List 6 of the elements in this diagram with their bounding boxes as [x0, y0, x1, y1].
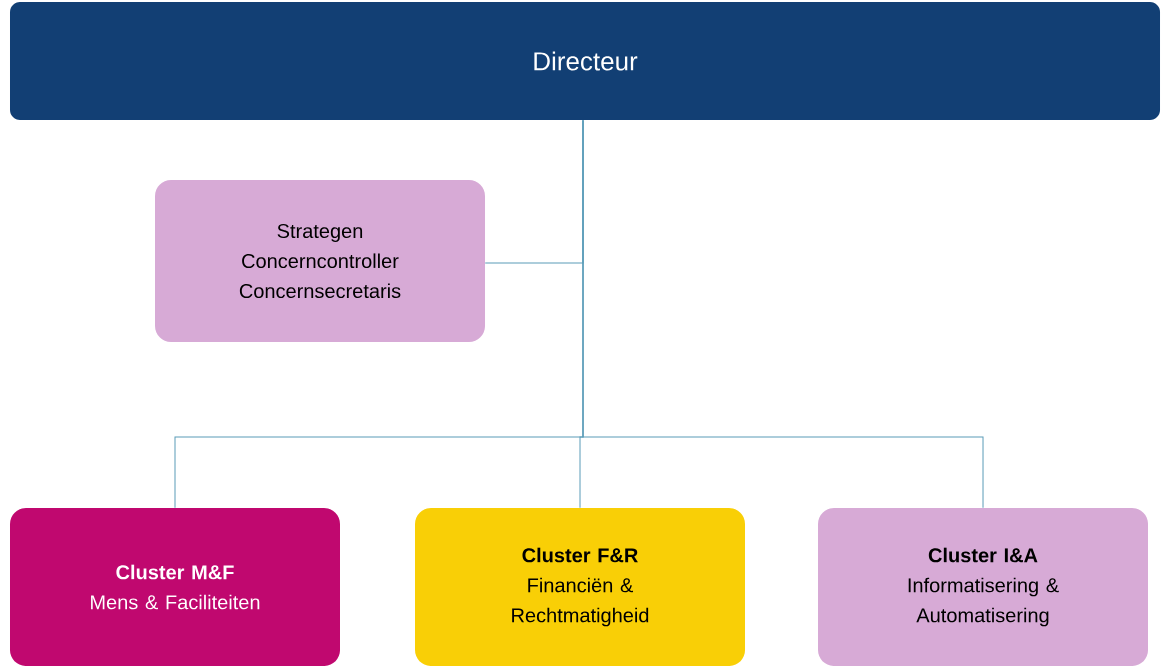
cluster-box: Cluster I&A Informatisering & Automatisering — [818, 508, 1148, 666]
cluster-box: Cluster F&R Financiën & Rechtmatigheid — [415, 508, 745, 666]
staff-box: Strategen Concerncontroller Concernsecretaris — [155, 180, 485, 342]
director-box: Directeur — [10, 2, 1160, 120]
cluster-box: Cluster M&F Mens & Faciliteiten — [10, 508, 340, 666]
connector-line — [582, 119, 984, 509]
